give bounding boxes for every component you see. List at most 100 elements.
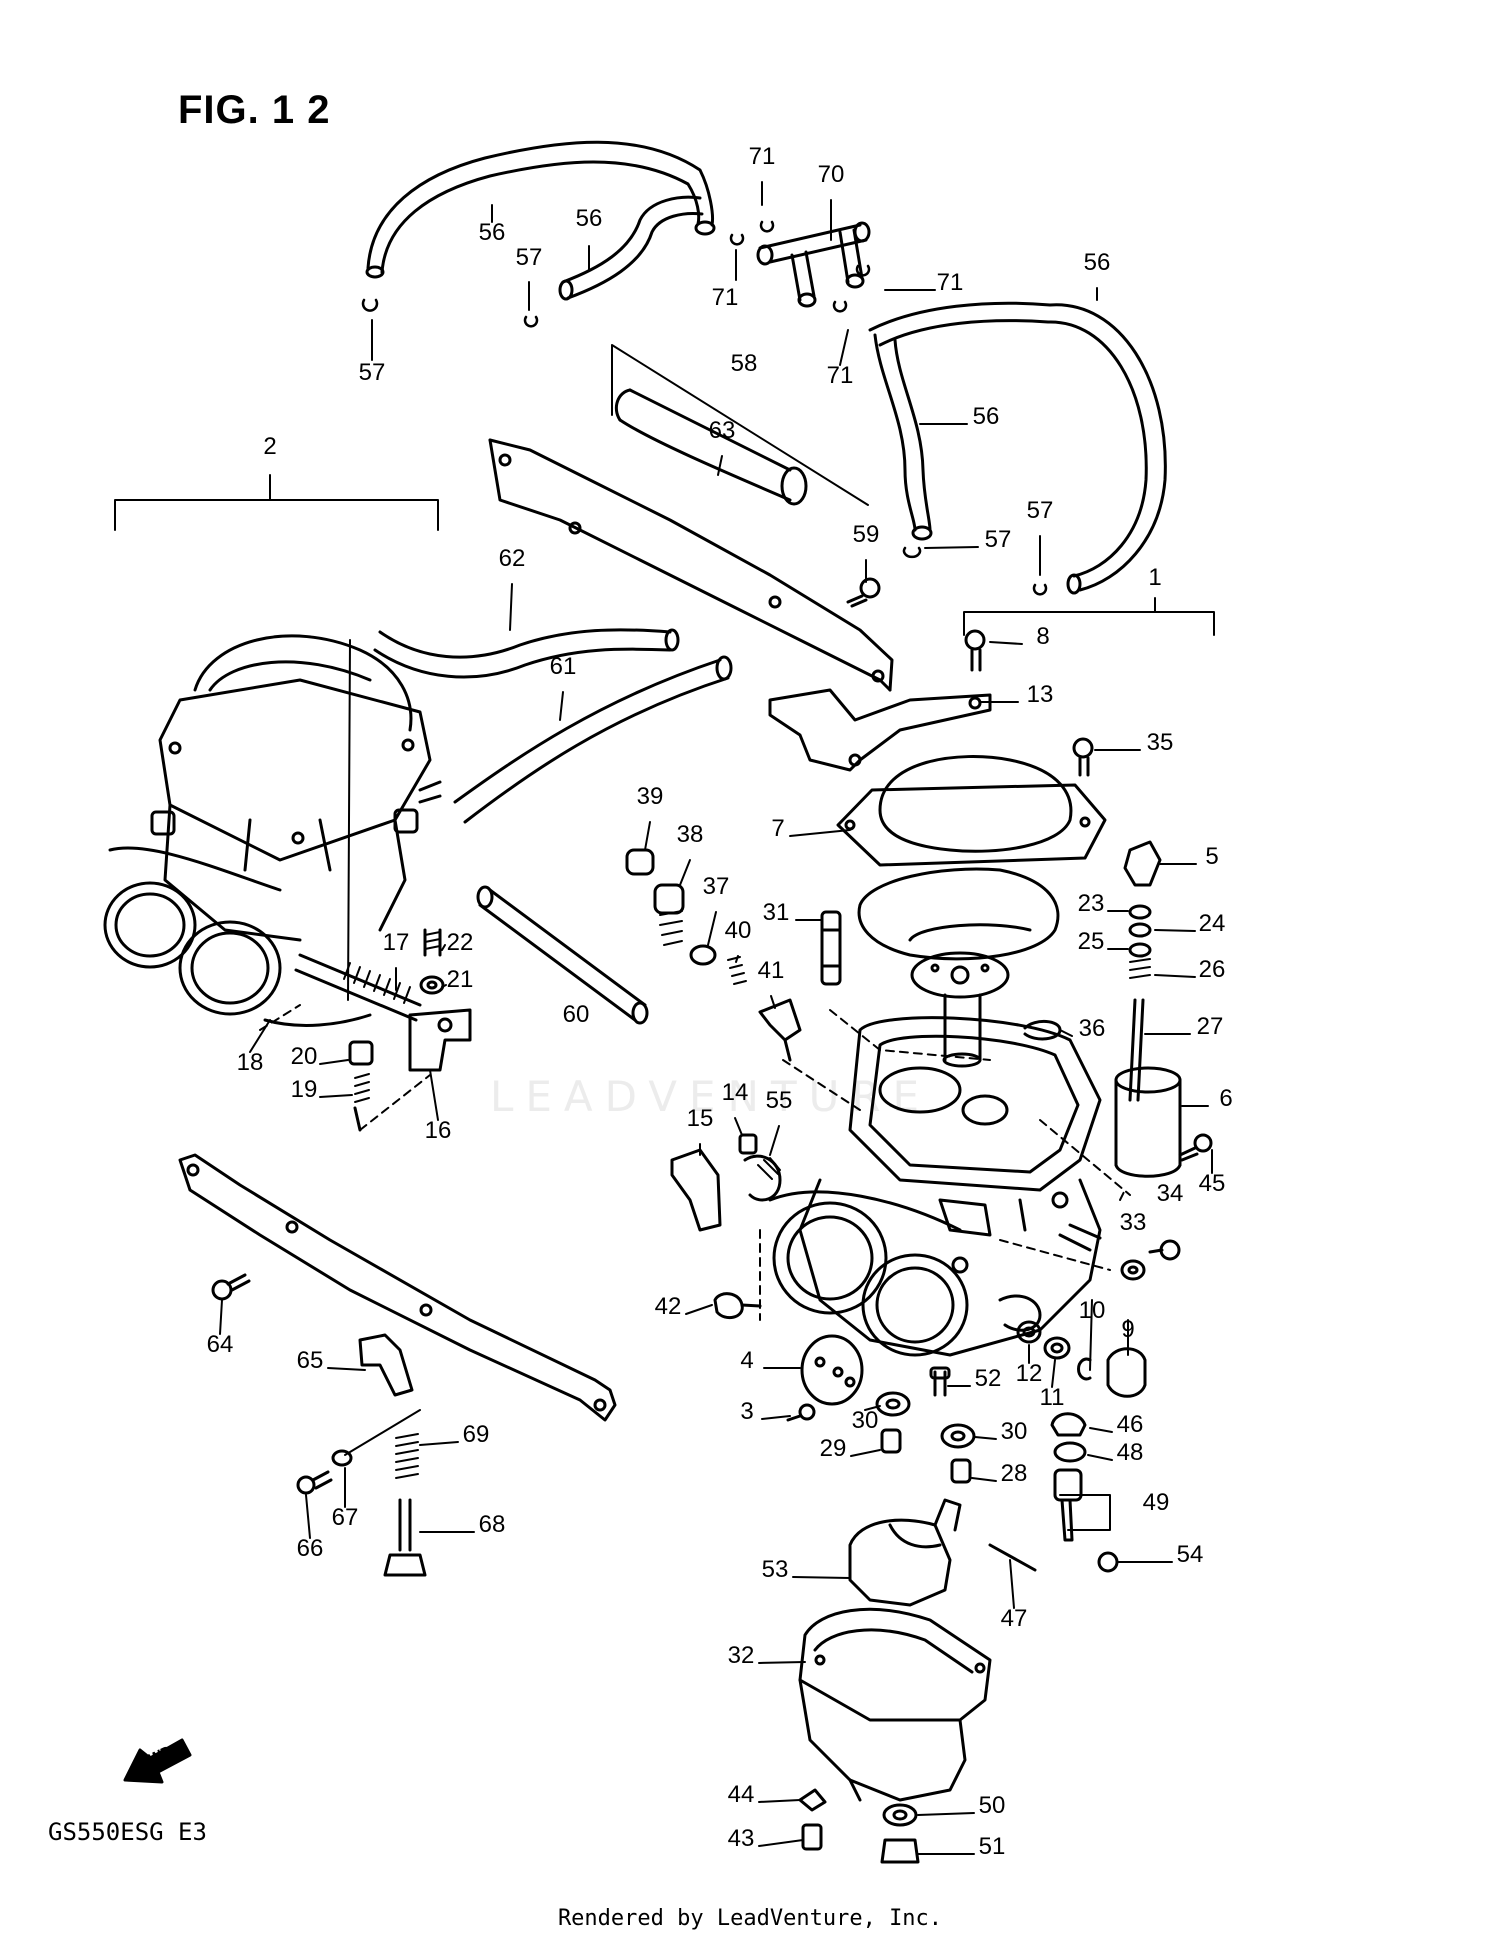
callout-15: 15 <box>687 1105 714 1132</box>
watermark-text: LEADVENTURE <box>490 1072 932 1121</box>
callout-34: 34 <box>1157 1180 1184 1207</box>
callout-57: 57 <box>985 526 1012 553</box>
bracket-13 <box>768 688 992 772</box>
parts-45-34-33 <box>1120 1133 1213 1281</box>
diaphragm-cover-7 <box>836 755 1107 867</box>
callout-70: 70 <box>818 161 845 188</box>
callout-58: 58 <box>731 350 758 377</box>
callout-56: 56 <box>576 205 603 232</box>
callout-25: 25 <box>1078 928 1105 955</box>
callout-40: 40 <box>725 917 752 944</box>
linkage-plate <box>178 1153 617 1422</box>
callout-30: 30 <box>852 1407 879 1434</box>
callout-71: 71 <box>827 362 854 389</box>
callout-44: 44 <box>728 1781 755 1808</box>
diaphragm-piston <box>857 867 1060 1068</box>
figure-title: FIG. 1 2 <box>178 88 331 132</box>
callout-24: 24 <box>1199 910 1226 937</box>
callout-4: 4 <box>740 1347 753 1374</box>
callout-56: 56 <box>479 219 506 246</box>
callout-55: 55 <box>766 1087 793 1114</box>
callout-7: 7 <box>771 815 784 842</box>
callout-56: 56 <box>973 403 1000 430</box>
parts-22-21 <box>419 928 445 995</box>
carburetor-left-2 <box>103 634 442 1027</box>
parts-44-43-50-51 <box>798 1788 920 1864</box>
callout-60: 60 <box>563 1001 590 1028</box>
callout-19: 19 <box>291 1076 318 1103</box>
callout-59: 59 <box>853 521 880 548</box>
joint-70 <box>756 221 871 308</box>
callout-21: 21 <box>447 966 474 993</box>
callout-22: 22 <box>447 929 474 956</box>
callout-71: 71 <box>749 143 776 170</box>
callout-41: 41 <box>758 957 785 984</box>
shaft-17-spring <box>294 953 472 1072</box>
callout-29: 29 <box>820 1435 847 1462</box>
callout-43: 43 <box>728 1825 755 1852</box>
parts-9-10-11-12 <box>1016 1320 1147 1398</box>
callout-45: 45 <box>1199 1170 1226 1197</box>
callout-39: 39 <box>637 783 664 810</box>
hose-56-left <box>365 140 716 279</box>
callout-8: 8 <box>1036 623 1049 650</box>
callout-66: 66 <box>297 1535 324 1562</box>
callout-54: 54 <box>1177 1541 1204 1568</box>
callout-46: 46 <box>1117 1411 1144 1438</box>
callout-16: 16 <box>425 1117 452 1144</box>
callout-53: 53 <box>762 1556 789 1583</box>
callout-32: 32 <box>728 1642 755 1669</box>
parts-39-38-37-40-41 <box>625 848 802 1062</box>
parts-20-19 <box>348 1040 374 1132</box>
callout-2: 2 <box>263 433 276 460</box>
callout-1: 1 <box>1148 564 1161 591</box>
callout-63: 63 <box>709 417 736 444</box>
parts-66-67-69-68 <box>296 1433 427 1577</box>
callout-13: 13 <box>1027 681 1054 708</box>
callout-10: 10 <box>1079 1297 1106 1324</box>
float-chamber-32 <box>798 1607 992 1802</box>
callout-14: 14 <box>722 1079 749 1106</box>
callout-5: 5 <box>1205 843 1218 870</box>
callout-48: 48 <box>1117 1439 1144 1466</box>
model-code: GS550ESG E3 <box>48 1818 207 1846</box>
float-53 <box>848 1498 962 1607</box>
callout-71: 71 <box>937 269 964 296</box>
parts-15-14-55 <box>670 1133 782 1232</box>
bracket-lines <box>114 344 1215 1531</box>
clips-71-57 <box>361 220 1048 596</box>
callout-27: 27 <box>1197 1013 1224 1040</box>
hose-63 <box>614 388 808 506</box>
callout-28: 28 <box>1001 1460 1028 1487</box>
callout-68: 68 <box>479 1511 506 1538</box>
callout-labels: 7170717171565656565757575758635926218611… <box>207 143 1233 1860</box>
callout-69: 69 <box>463 1421 490 1448</box>
callout-65: 65 <box>297 1347 324 1374</box>
callout-42: 42 <box>655 1293 682 1320</box>
parts-30-29-28 <box>875 1391 976 1484</box>
screw-59 <box>846 577 881 608</box>
parts-5-to-27 <box>1123 840 1162 1102</box>
hose-56-right <box>868 301 1167 595</box>
callout-11: 11 <box>1040 1384 1065 1411</box>
callout-71: 71 <box>712 284 739 311</box>
callout-50: 50 <box>979 1792 1006 1819</box>
bracket-58 <box>488 438 894 692</box>
parts-42-4-52-3 <box>713 1292 951 1422</box>
callout-64: 64 <box>207 1331 234 1358</box>
hose-61 <box>453 655 733 824</box>
shaft-60 <box>476 885 649 1025</box>
dash-lines-right <box>759 1009 1131 1321</box>
callout-37: 37 <box>703 873 730 900</box>
hose-62 <box>373 628 680 679</box>
bracket-65 <box>358 1333 414 1397</box>
callout-23: 23 <box>1078 890 1105 917</box>
callout-56: 56 <box>1084 249 1111 276</box>
callout-26: 26 <box>1199 956 1226 983</box>
screw-64 <box>211 1273 251 1301</box>
jet-31 <box>820 910 842 986</box>
callout-30: 30 <box>1001 1418 1028 1445</box>
callout-20: 20 <box>291 1043 318 1070</box>
callout-51: 51 <box>979 1833 1006 1860</box>
